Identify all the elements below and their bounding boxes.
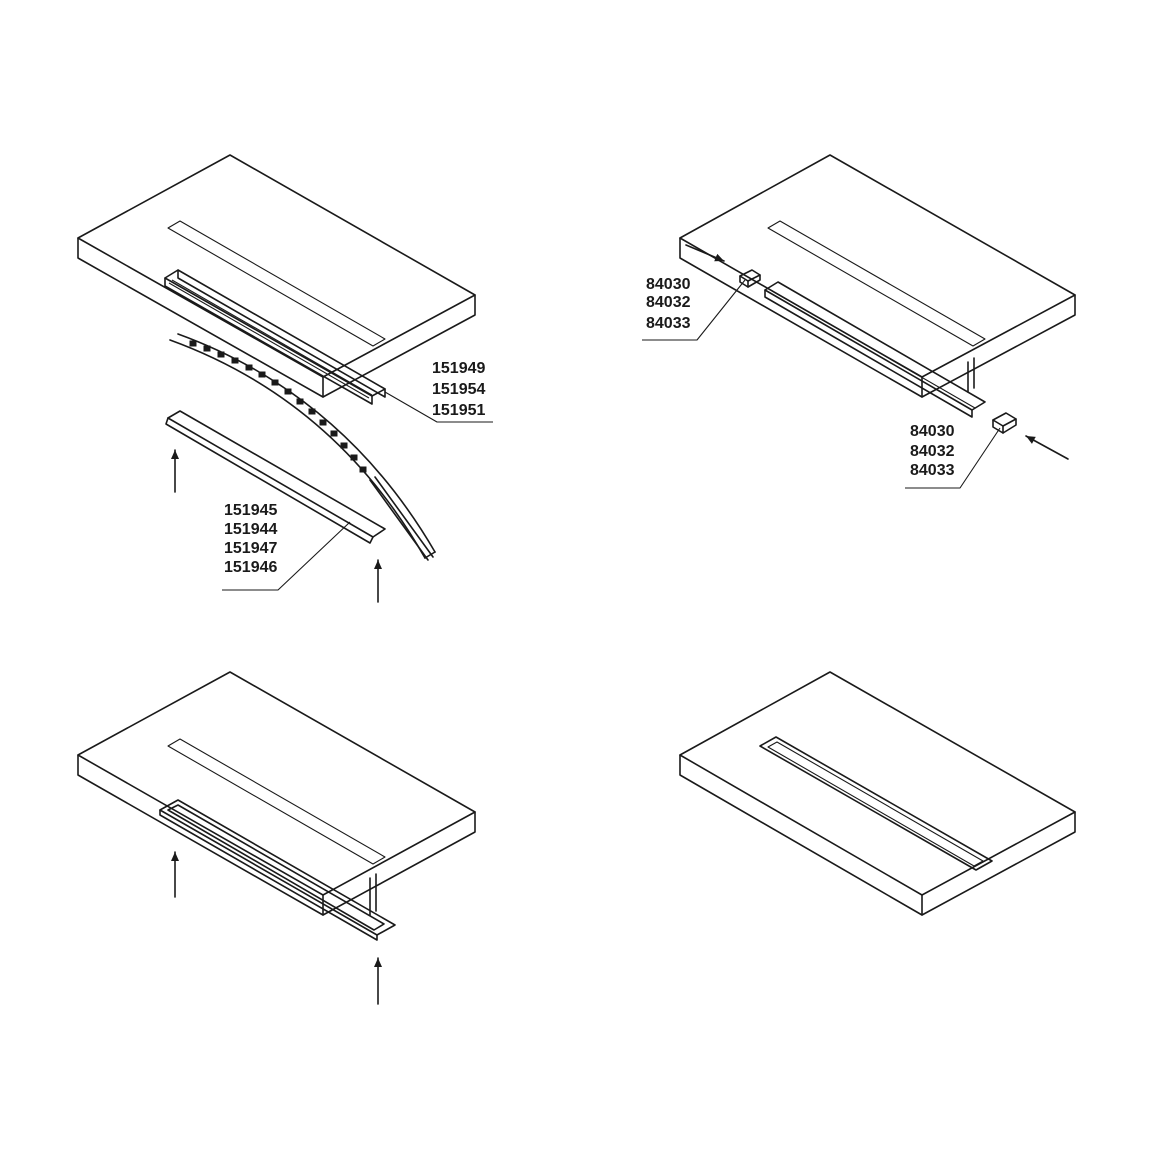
arrow-right-cap bbox=[1025, 435, 1069, 460]
code-cover-2: 151944 bbox=[224, 521, 277, 538]
code-right-cap-3: 84033 bbox=[910, 462, 955, 479]
code-left-cap-2: 84032 bbox=[646, 294, 691, 311]
panel-4-finished bbox=[679, 671, 1076, 916]
label-left-cap-codes: 84030 84032 84033 bbox=[646, 276, 691, 332]
panel-1-exploded-assembly: 151949 151954 151951 151945 151944 15194… bbox=[77, 154, 493, 603]
code-right-cap-2: 84032 bbox=[910, 443, 955, 460]
ceiling-slab bbox=[77, 154, 476, 398]
led-strip bbox=[169, 333, 436, 561]
panel-3-insertion bbox=[77, 671, 476, 1005]
leader-profile bbox=[384, 391, 493, 423]
label-right-cap-codes: 84030 84032 84033 bbox=[910, 423, 955, 479]
arrow-left-cap bbox=[685, 244, 725, 262]
code-profile-3: 151951 bbox=[432, 402, 485, 419]
panel-2-end-caps: 84030 84032 84033 84030 84032 84033 bbox=[642, 154, 1076, 489]
flush-luminaire bbox=[759, 736, 993, 871]
leader-cover bbox=[222, 521, 351, 591]
code-profile-1: 151949 bbox=[432, 360, 485, 377]
ceiling-slot bbox=[167, 738, 386, 865]
code-cover-1: 151945 bbox=[224, 502, 277, 519]
ceiling-slab bbox=[77, 671, 476, 916]
leader-left-cap bbox=[642, 279, 746, 341]
code-left-cap-1: 84030 bbox=[646, 276, 691, 293]
code-profile-2: 151954 bbox=[432, 381, 485, 398]
leader-right-cap bbox=[905, 427, 1001, 489]
ceiling-slot bbox=[167, 220, 386, 347]
installed-profile bbox=[764, 281, 986, 418]
diffuser-cover bbox=[165, 410, 386, 544]
end-cap-right bbox=[992, 412, 1017, 434]
aluminium-profile bbox=[164, 269, 386, 405]
code-right-cap-1: 84030 bbox=[910, 423, 955, 440]
end-cap-left bbox=[739, 269, 761, 288]
label-cover-codes: 151945 151944 151947 151946 bbox=[224, 502, 277, 576]
code-cover-3: 151947 bbox=[224, 540, 277, 557]
ceiling-slab bbox=[679, 671, 1076, 916]
led-chips bbox=[189, 340, 367, 473]
code-left-cap-3: 84033 bbox=[646, 315, 691, 332]
assembled-luminaire bbox=[159, 799, 396, 941]
code-cover-4: 151946 bbox=[224, 559, 277, 576]
ceiling-slot bbox=[767, 220, 986, 347]
label-profile-codes: 151949 151954 151951 bbox=[432, 360, 485, 419]
